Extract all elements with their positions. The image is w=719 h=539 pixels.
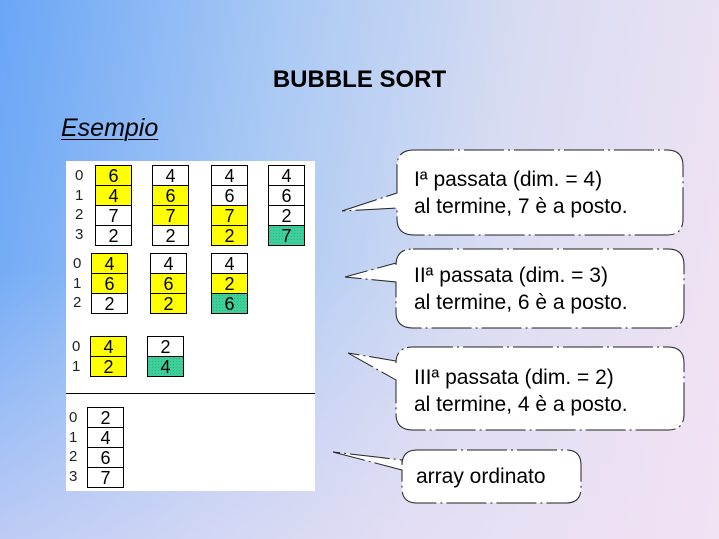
compared-cell: 2 — [212, 226, 247, 246]
array-cell: 6 — [212, 186, 247, 206]
callout-bubble-1 — [341, 149, 684, 236]
index-label: 0 — [73, 255, 82, 272]
compared-cell: 7 — [212, 206, 247, 226]
index-label: 1 — [72, 357, 81, 375]
array-cell: 4 — [269, 166, 304, 186]
compared-cell: 4 — [91, 337, 126, 357]
array-cell: 2 — [148, 337, 183, 357]
array-cell: 4 — [212, 254, 247, 274]
index-label: 0 — [72, 338, 81, 355]
array-cell: 4 — [153, 166, 188, 186]
array-cell: 4 — [212, 166, 247, 186]
index-labels: 0 1 2 3 — [75, 166, 83, 244]
callout-text-1: Iª passata (dim. = 4)al termine, 7 è a p… — [414, 168, 628, 218]
callout-text-3: IIIª passata (dim. = 2)al termine, 4 è a… — [414, 366, 628, 416]
array-cell: 6 — [88, 448, 123, 468]
compared-cell: 6 — [153, 186, 188, 206]
index-label: 1 — [73, 274, 82, 292]
compared-cell: 7 — [153, 206, 188, 226]
index-label: 2 — [75, 206, 84, 223]
callout-text-4: array ordinato — [416, 465, 546, 488]
array-cell: 2 — [96, 226, 131, 246]
index-label: 2 — [73, 294, 82, 311]
callout-bubble-4 — [332, 449, 582, 504]
array-cell: 2 — [269, 206, 304, 226]
index-label: 0 — [75, 167, 84, 184]
index-labels: 0 1 2 3 — [69, 408, 77, 486]
array-cell: 2 — [153, 226, 188, 246]
array-cell: 6 — [269, 186, 304, 206]
compared-cell: 6 — [92, 274, 127, 294]
example-heading: Esempio — [61, 114, 159, 142]
index-label: 2 — [69, 448, 78, 465]
compared-cell: 4 — [96, 186, 131, 206]
compared-cell: 6 — [96, 166, 131, 186]
divider-line — [66, 393, 315, 394]
index-label: 1 — [75, 186, 84, 204]
array-cell: 2 — [88, 408, 123, 428]
array-cell: 4 — [88, 428, 123, 448]
array-cell: 4 — [151, 254, 186, 274]
slide-title: BUBBLE SORT — [272, 66, 447, 93]
sorted-cell: 4 — [148, 357, 183, 377]
array-cell: 2 — [92, 294, 127, 314]
callout-text-2: IIª passata (dim. = 3)al termine, 6 è a … — [414, 264, 628, 314]
index-label: 0 — [69, 409, 78, 426]
sorted-cell: 7 — [269, 226, 304, 246]
sorted-cell: 6 — [212, 294, 247, 314]
callout-bubble-2 — [344, 248, 685, 329]
compared-cell: 2 — [212, 274, 247, 294]
compared-cell: 4 — [92, 254, 127, 274]
callout-bubble-3 — [347, 346, 685, 431]
array-cell: 7 — [96, 206, 131, 226]
index-label: 3 — [75, 225, 84, 243]
array-cell: 7 — [88, 468, 123, 488]
compared-cell: 2 — [91, 357, 126, 377]
compared-cell: 6 — [151, 274, 186, 294]
index-label: 3 — [69, 467, 78, 485]
index-label: 1 — [69, 428, 78, 446]
index-labels: 0 1 2 — [73, 254, 81, 313]
compared-cell: 2 — [151, 294, 186, 314]
